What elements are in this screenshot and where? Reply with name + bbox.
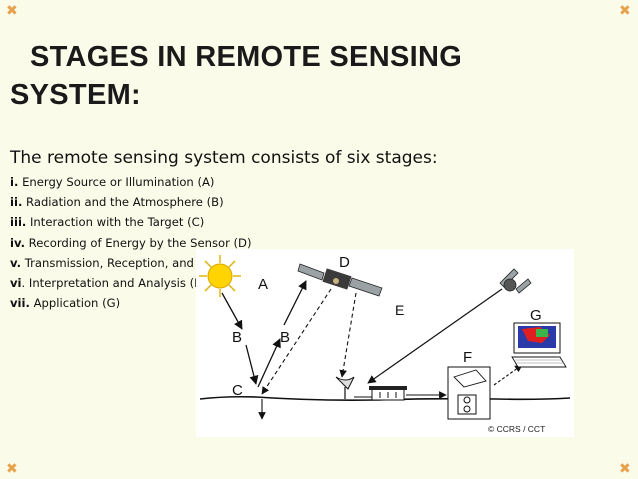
slide-title: STAGES IN REMOTE SENSING SYSTEM: (10, 38, 610, 114)
diagram-svg: A D E B B C (199, 254, 571, 434)
stage-text: Interaction with the Target (C) (26, 215, 205, 230)
label-a: A (258, 276, 268, 293)
corner-x-icon: ✖ (619, 3, 631, 19)
stage-item: iii. Interaction with the Target (C) (10, 212, 280, 232)
stage-numeral: vii. (10, 296, 30, 311)
stage-item: ii. Radiation and the Atmosphere (B) (10, 192, 280, 212)
analysis-station-icon (447, 366, 491, 420)
downlink-arrow (339, 292, 357, 378)
label-e: E (395, 302, 404, 318)
ground-station-icon (335, 376, 407, 401)
stage-numeral: i. (10, 175, 19, 189)
label-c: C (232, 382, 243, 399)
radiation-arrow-down (221, 292, 243, 330)
slide-title-line-1: STAGES IN REMOTE SENSING (30, 41, 463, 73)
stage-text: Radiation and the Atmosphere (B) (22, 195, 224, 210)
copyright-label: © CCRS / CCT (488, 424, 545, 434)
stage-text: . Interpretation and Analysis (F) (21, 276, 206, 291)
label-d: D (339, 254, 350, 271)
relay-downlink-arrow (367, 288, 503, 384)
remote-sensing-diagram: A D E B B C (196, 249, 574, 437)
application-arrow (493, 364, 523, 386)
stage-text: Recording of Energy by the Sensor (D) (25, 235, 252, 250)
reflection-arrow-up-upper (283, 280, 307, 326)
stage-numeral: iii. (10, 215, 27, 230)
stage-item: iv. Recording of Energy by the Sensor (D… (10, 233, 280, 253)
label-g: G (530, 307, 542, 324)
slide-title-line-2: SYSTEM: (10, 79, 141, 111)
label-b-right: B (280, 329, 290, 346)
sun-icon (199, 255, 241, 297)
corner-x-icon: ✖ (6, 3, 18, 19)
application-computer-icon (511, 322, 567, 368)
stage-numeral: iv. (10, 235, 25, 250)
satellite-icon (297, 263, 383, 297)
stage-item: vii. Application (G) (10, 293, 280, 313)
intro-text: The remote sensing system consists of si… (10, 148, 438, 168)
radiation-arrow-down-lower (245, 344, 259, 385)
corner-x-icon: ✖ (6, 461, 18, 477)
stage-numeral: v. (10, 255, 22, 270)
sensor-arrow-down (261, 288, 332, 395)
stage-numeral: vi (10, 276, 22, 291)
relay-satellite-icon (499, 268, 532, 294)
corner-x-icon: ✖ (619, 461, 631, 477)
label-f: F (463, 349, 472, 366)
reflection-arrow-up (257, 338, 281, 388)
label-b-left: B (232, 329, 242, 346)
stage-text: Application (G) (29, 296, 121, 311)
stage-text: Energy Source or Illumination (A) (18, 175, 215, 189)
stage-item: i. Energy Source or Illumination (A) (10, 172, 280, 192)
stage-item: vi. Interpretation and Analysis (F) (10, 273, 280, 293)
stage-numeral: ii. (10, 195, 23, 210)
